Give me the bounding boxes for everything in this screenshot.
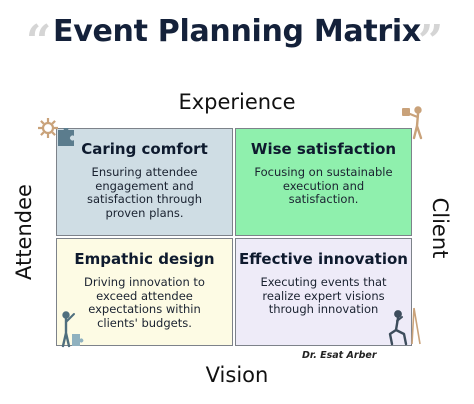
quadrant-description: Driving innovation to exceed attendee ex… bbox=[84, 275, 205, 330]
person-pointing-icon bbox=[61, 311, 84, 348]
axis-label-left: Attendee bbox=[12, 184, 36, 280]
close-quote-mark: ” bbox=[418, 16, 444, 67]
gear-icon bbox=[38, 118, 58, 138]
person-with-puzzle-icon bbox=[402, 106, 423, 140]
author-credit: Dr. Esat Arber bbox=[302, 350, 377, 361]
quadrant-empathic-design: Empathic design Driving innovation to ex… bbox=[56, 238, 233, 346]
quadrant-heading: Effective innovation bbox=[239, 250, 408, 268]
person-thinking-icon bbox=[388, 307, 421, 346]
open-quote-mark: “ bbox=[26, 16, 52, 67]
quadrant-caring-comfort: Caring comfort Ensuring attendee engagem… bbox=[56, 128, 233, 236]
quadrant-heading: Wise satisfaction bbox=[250, 140, 397, 158]
axis-label-right: Client bbox=[428, 197, 452, 259]
quadrant-description: Focusing on sustainable execution and sa… bbox=[254, 165, 393, 206]
quadrant-effective-innovation: Effective innovation Executing events th… bbox=[235, 238, 412, 346]
quadrant-description: Ensuring attendee engagement and satisfa… bbox=[86, 165, 203, 220]
quadrant-description: Executing events that realize expert vis… bbox=[260, 275, 387, 316]
quadrant-heading: Caring comfort bbox=[81, 140, 208, 158]
quadrant-heading: Empathic design bbox=[74, 250, 215, 268]
axis-label-top: Experience bbox=[178, 90, 296, 114]
axis-label-bottom: Vision bbox=[205, 363, 269, 387]
puzzle-piece-icon bbox=[58, 128, 74, 146]
quadrant-wise-satisfaction: Wise satisfaction Focusing on sustainabl… bbox=[235, 128, 412, 236]
page-title: Event Planning Matrix bbox=[53, 14, 421, 49]
